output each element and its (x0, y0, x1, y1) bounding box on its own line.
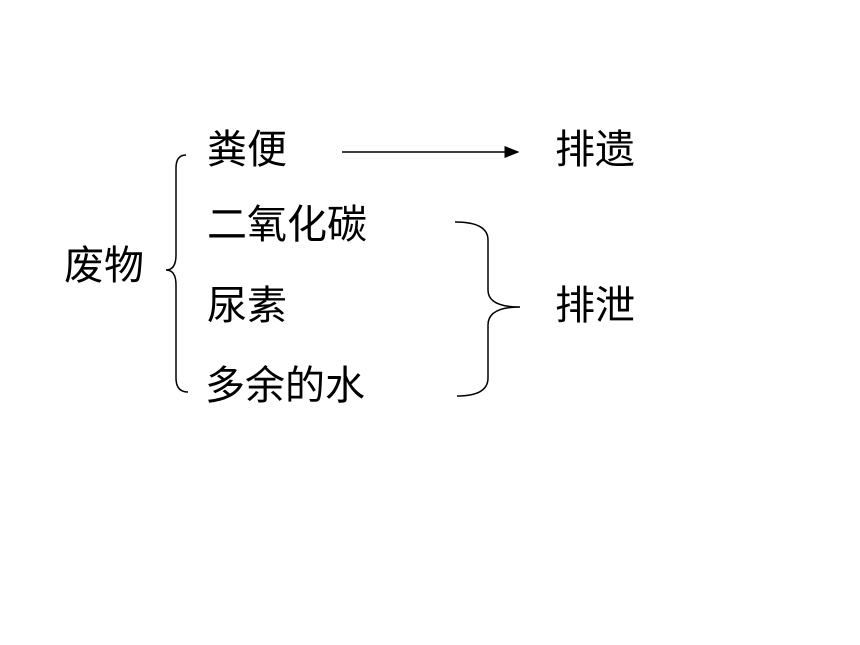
root-label-waste: 废物 (64, 243, 144, 289)
item-feces: 粪便 (207, 127, 287, 173)
right-grouping-brace (454, 221, 521, 397)
left-grouping-brace (165, 154, 189, 393)
item-carbon-dioxide: 二氧化碳 (207, 202, 367, 248)
item-excess-water: 多余的水 (205, 363, 365, 409)
target-excretion: 排泄 (555, 283, 635, 329)
target-egestion: 排遗 (555, 127, 635, 173)
item-urea: 尿素 (207, 283, 287, 329)
